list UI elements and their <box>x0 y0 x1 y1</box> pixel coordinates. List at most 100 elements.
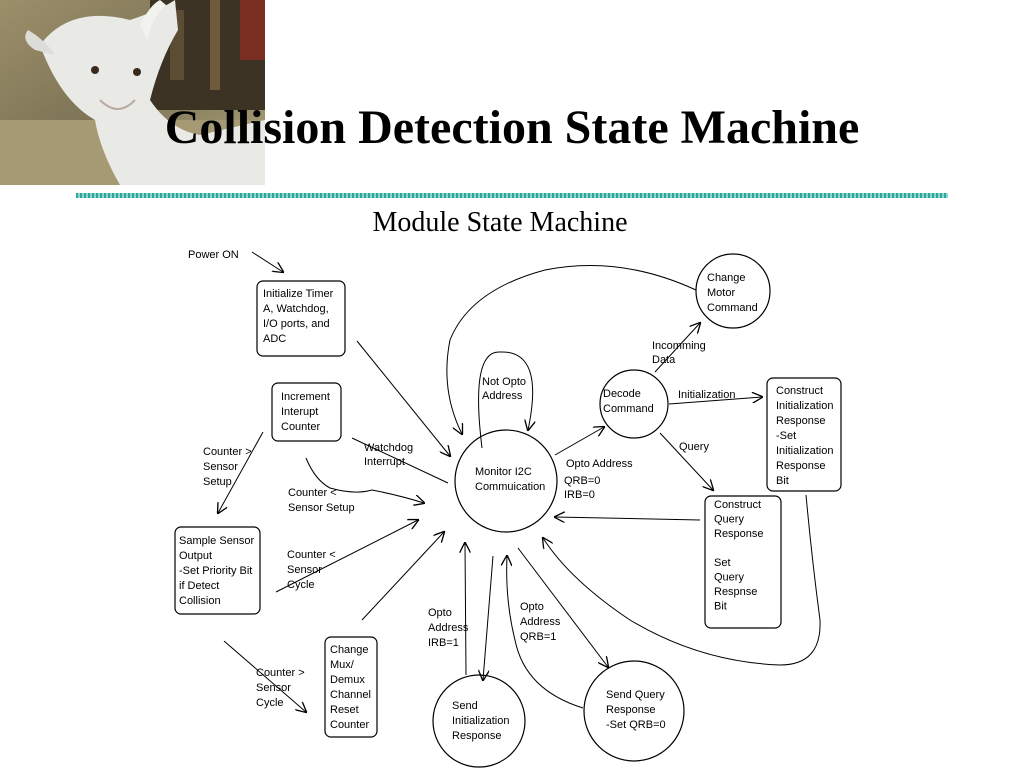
diagram-subtitle: Module State Machine <box>372 207 628 238</box>
node-label-line: Construct <box>714 499 761 511</box>
edge-label-line: Initialization <box>678 389 735 401</box>
label-opto-address: Opto Address <box>566 458 633 470</box>
edge-sample-to-monitor <box>275 520 418 593</box>
edge-decode-to-init <box>668 397 762 405</box>
edge-label-line: Opto Address <box>566 458 633 470</box>
node-label-line: Increment <box>281 391 330 403</box>
node-initialize: Initialize Timer A, Watchdog, I/O ports, a… <box>256 280 346 357</box>
edge-decode-to-query <box>659 432 713 490</box>
node-label-line: A, Watchdog, <box>263 303 329 315</box>
node-label-line: Counter <box>281 421 320 433</box>
edge-label-line: Counter > <box>203 446 252 458</box>
edge-send-init-to-monitor <box>465 543 466 676</box>
node-label-line: Decode <box>603 388 641 400</box>
node-label-line: Collision <box>179 595 221 607</box>
edge-counter-lt-setup <box>305 457 424 503</box>
edge-label-line: Not Opto <box>482 376 526 388</box>
edge-label-line: Address <box>482 390 523 402</box>
node-label-line: Motor <box>707 287 735 299</box>
node-label: Initialize Timer A, Watchdog, I/O ports, a… <box>263 288 334 345</box>
slide-title: Collision Detection State Machine <box>164 101 860 154</box>
edge-label-line: Cycle <box>256 697 284 709</box>
edge-increment-to-sample <box>218 431 264 513</box>
edge-query-to-monitor <box>555 517 701 520</box>
node-label-line: Set <box>714 557 731 569</box>
edge-init-to-monitor-loop <box>543 494 821 666</box>
node-label-line: I/O ports, and <box>263 318 330 330</box>
node-label-line: ADC <box>263 333 286 345</box>
edge-label-line: Counter < <box>287 549 336 561</box>
edge-watchdog <box>351 437 449 484</box>
label-query: Query <box>679 441 709 453</box>
node-label-line: Response <box>606 704 656 716</box>
node-label-line: Command <box>707 302 758 314</box>
node-label-line: -Set <box>776 430 796 442</box>
node-label-line: Bit <box>776 475 789 487</box>
edge-label-line: QRB=1 <box>520 631 556 643</box>
node-label-line: Query <box>714 572 744 584</box>
node-label-line: Send <box>452 700 478 712</box>
edge-label-line: Address <box>428 622 469 634</box>
label-power-on: Power ON <box>188 249 239 261</box>
node-label-line: Change <box>330 644 369 656</box>
node-label-line: Output <box>179 550 212 562</box>
node-label-line: Bit <box>714 601 727 613</box>
edge-init-to-monitor <box>356 340 450 456</box>
node-label-line: Mux/ <box>330 659 355 671</box>
node-label-line: Reset <box>330 704 359 716</box>
edge-label-line: Setup <box>203 476 232 488</box>
edge-label-line: Interrupt <box>364 456 405 468</box>
node-label-line: Monitor I2C <box>475 466 532 478</box>
node-label-line: if Detect <box>179 580 219 592</box>
edge-label-line: Query <box>679 441 709 453</box>
node-label-line: Response <box>452 730 502 742</box>
node-label-line: Change <box>707 272 746 284</box>
edge-not-opto-loop <box>478 351 533 449</box>
node-label-line: Initialization <box>452 715 509 727</box>
node-label-line: Demux <box>330 674 365 686</box>
edge-label-line: Opto <box>428 607 452 619</box>
node-label-line: Counter <box>330 719 369 731</box>
node-label-line: Construct <box>776 385 823 397</box>
node-label-line: Command <box>603 403 654 415</box>
edge-label-line: Sensor Setup <box>288 502 355 514</box>
node-label-line: Response <box>776 415 826 427</box>
node-label-line: Channel <box>330 689 371 701</box>
edge-monitor-to-decode <box>554 427 604 456</box>
edge-monitor-to-send-query <box>517 547 608 667</box>
node-label-line: Respnse <box>714 586 757 598</box>
edge-label-line: Opto <box>520 601 544 613</box>
edge-label-line: Data <box>652 354 676 366</box>
node-label-line: -Set QRB=0 <box>606 719 666 731</box>
edge-label-line: IRB=1 <box>428 637 459 649</box>
goat-photo <box>0 0 265 185</box>
edge-label-line: Counter < <box>288 487 337 499</box>
node-label-line: Initialize Timer <box>263 288 334 300</box>
node-label-line: Query <box>714 514 744 526</box>
